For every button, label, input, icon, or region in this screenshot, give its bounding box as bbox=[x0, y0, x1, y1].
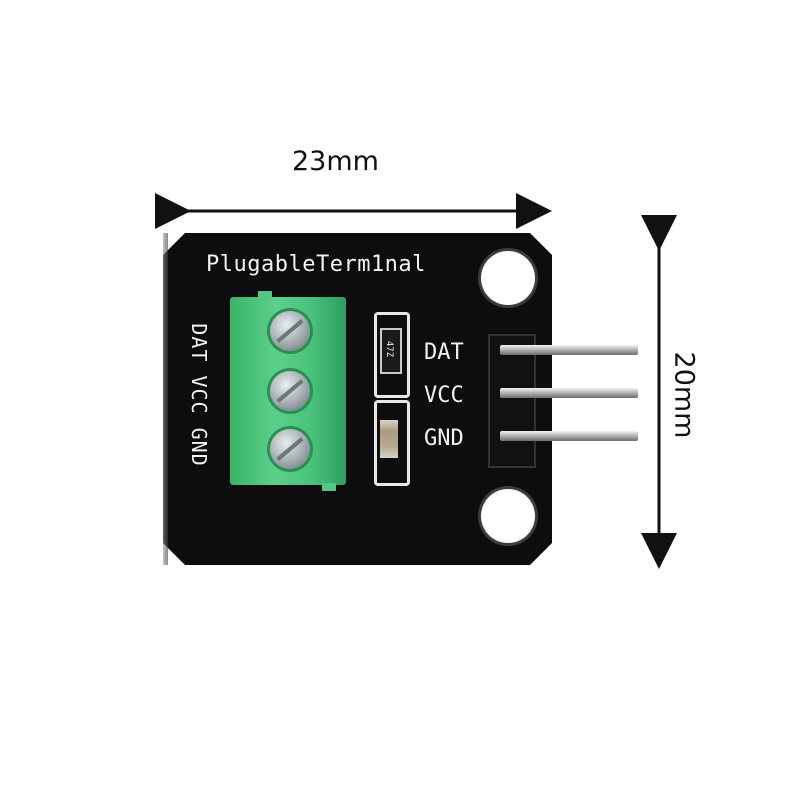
height-dimension-label: 20mm bbox=[668, 351, 700, 439]
header-pin-dat bbox=[500, 345, 638, 355]
resistor-outline bbox=[374, 312, 410, 398]
terminal-screw-3 bbox=[270, 429, 310, 469]
terminal-tab-bottom bbox=[322, 483, 336, 491]
board-title: PlugableTerm1nal bbox=[206, 252, 426, 277]
terminal-screw-2 bbox=[270, 371, 310, 411]
screw-terminal-block bbox=[230, 291, 346, 491]
pcb-board-edge bbox=[163, 233, 168, 565]
pin-label-gnd: GND bbox=[424, 426, 464, 451]
pin-label-dat: DAT bbox=[424, 340, 464, 365]
width-dimension-label: 23mm bbox=[292, 146, 379, 177]
resistor-code: 47Z bbox=[384, 340, 394, 358]
terminal-tab-top bbox=[258, 291, 272, 299]
pin-header bbox=[488, 334, 536, 468]
terminal-pin-labels: DAT VCC GND bbox=[187, 323, 211, 467]
header-pin-gnd bbox=[500, 431, 638, 441]
header-pin-vcc bbox=[500, 388, 638, 398]
resistor bbox=[380, 328, 402, 374]
capacitor bbox=[380, 420, 398, 458]
terminal-screw-1 bbox=[270, 311, 310, 351]
capacitor-outline bbox=[374, 400, 410, 486]
mounting-hole-top bbox=[481, 251, 535, 305]
pin-label-vcc: VCC bbox=[424, 383, 464, 408]
mounting-hole-bottom bbox=[481, 489, 535, 543]
